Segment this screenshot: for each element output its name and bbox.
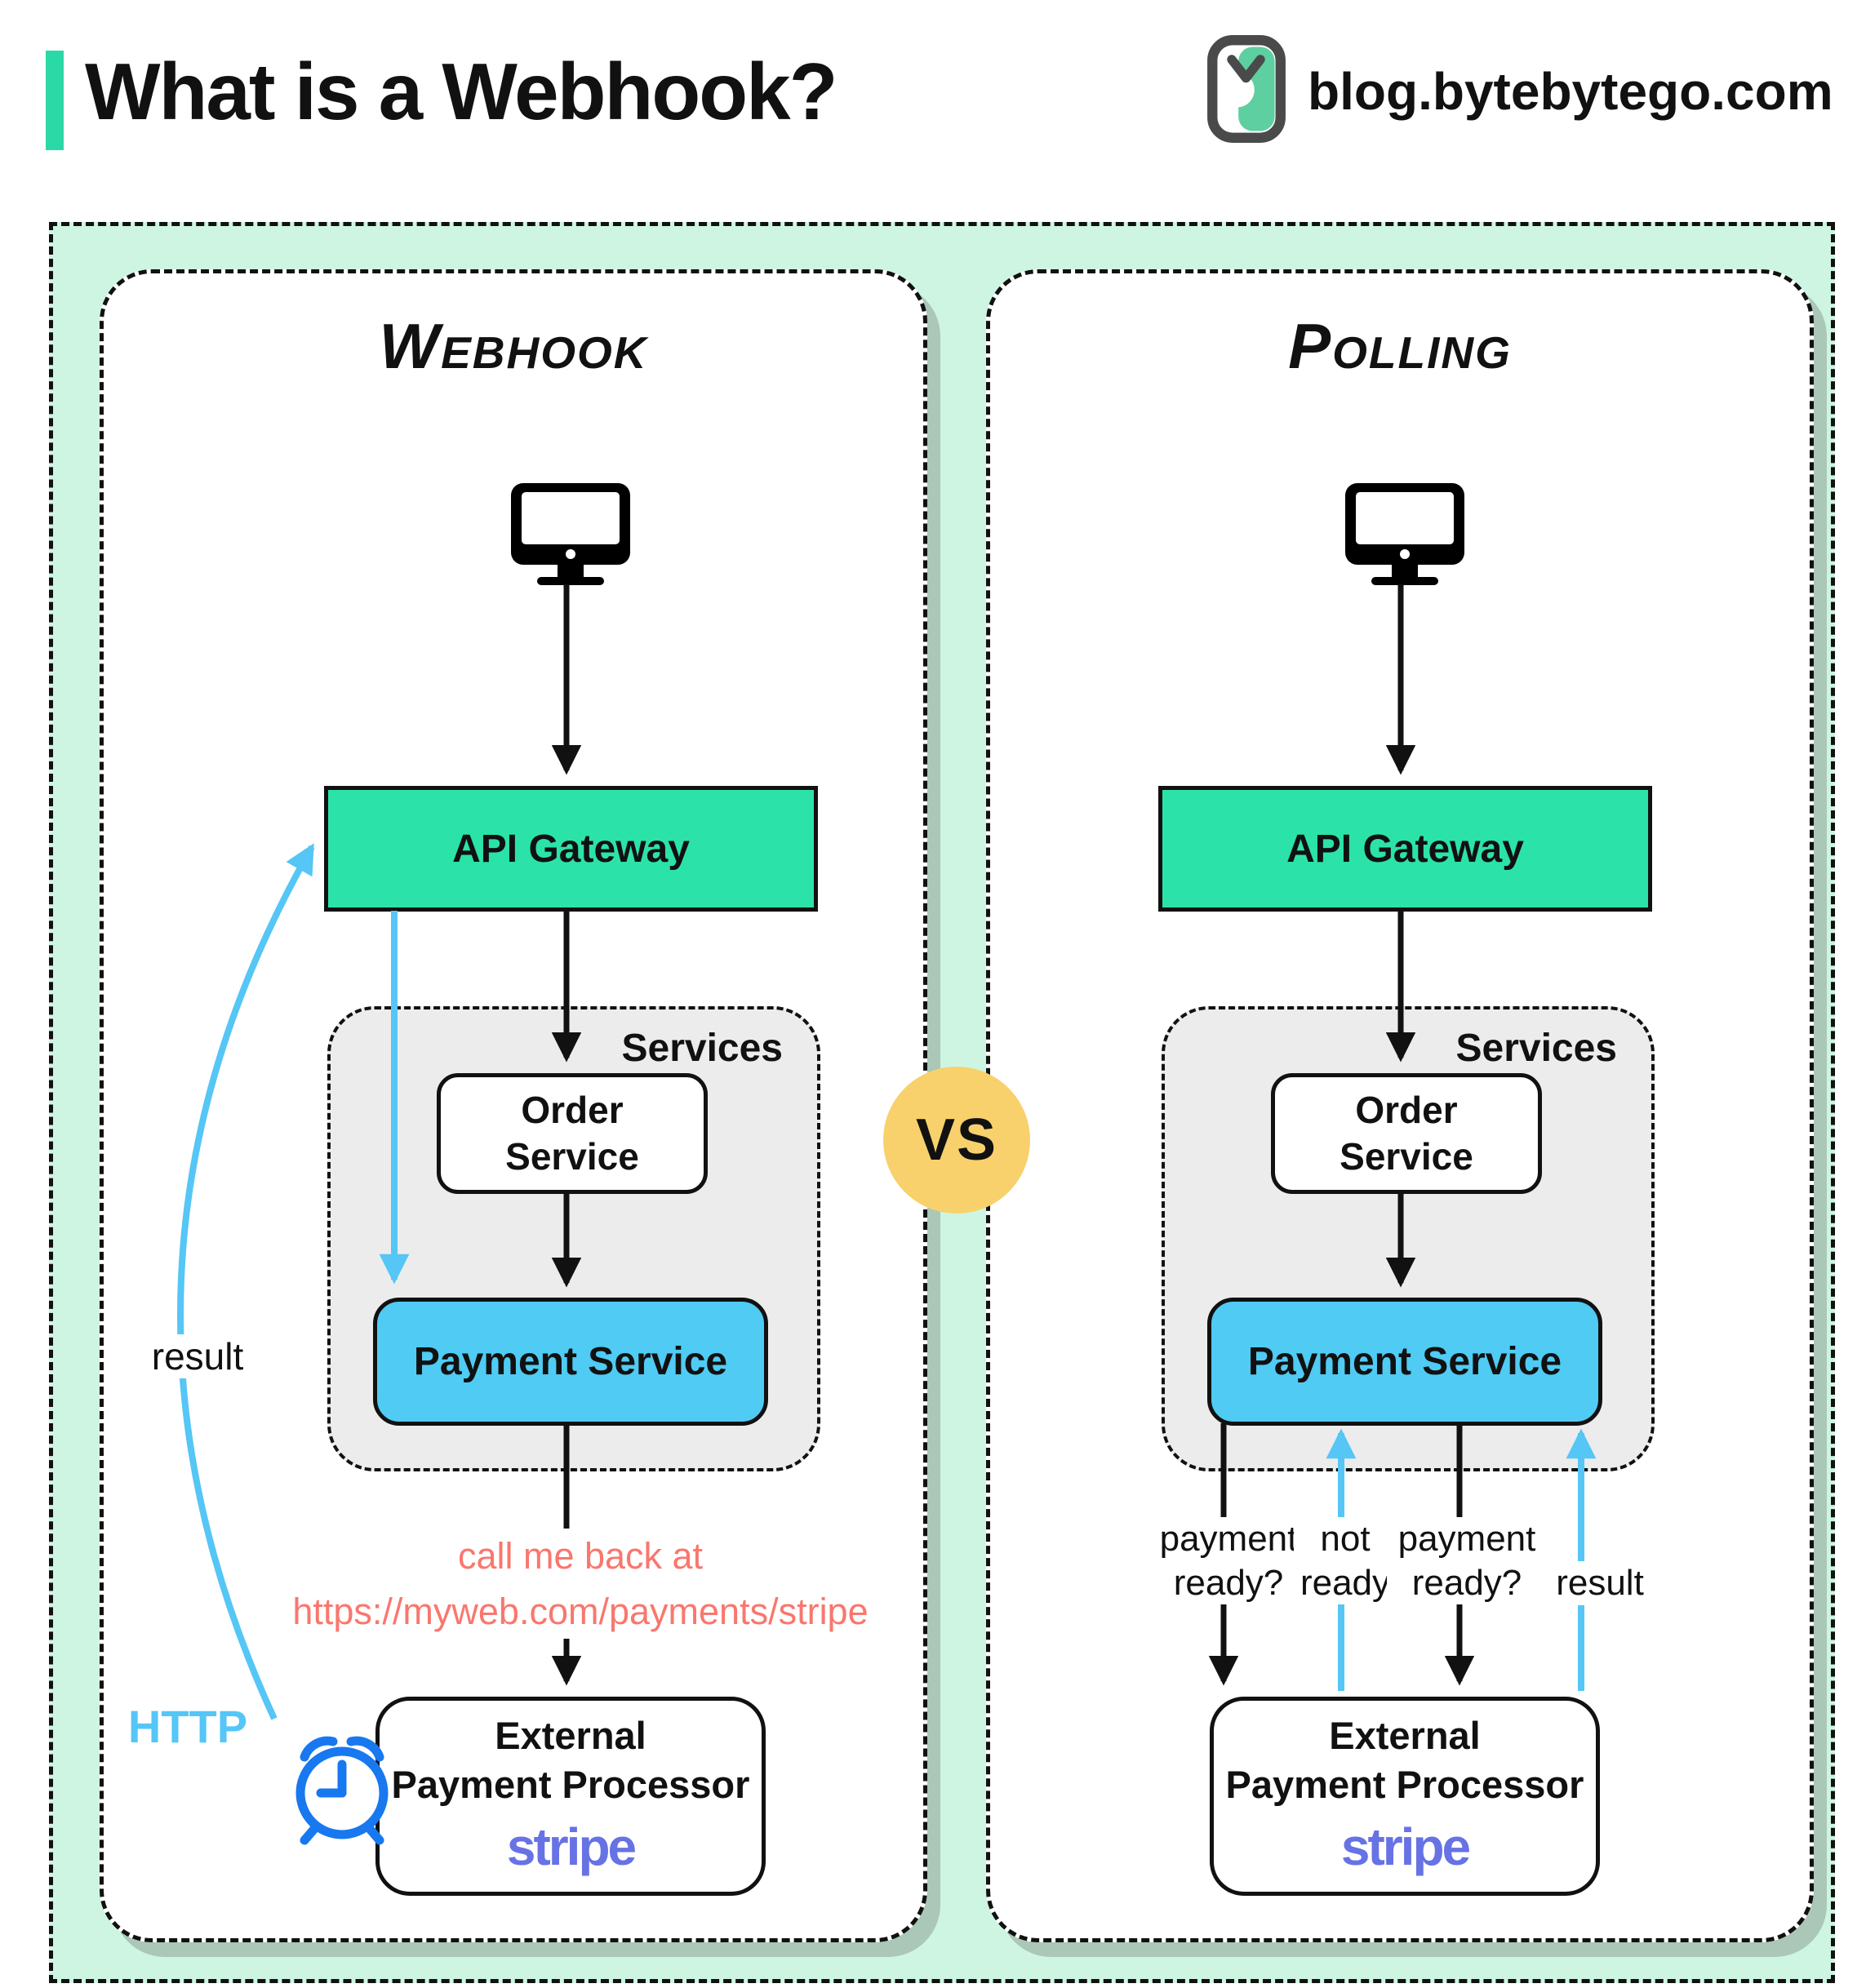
- poll-request2-line1: payment: [1397, 1519, 1536, 1559]
- external-processor-label-line1: External: [1329, 1713, 1481, 1757]
- callback-note-line1: call me back at: [457, 1535, 704, 1577]
- payment-service-node: Payment Service: [373, 1298, 768, 1426]
- bytebytego-logo-icon: [1206, 34, 1286, 148]
- order-service-label-line1: Order: [1355, 1088, 1458, 1131]
- vs-badge: VS: [883, 1067, 1030, 1214]
- webhook-result-label: result: [128, 1334, 267, 1378]
- site-url: blog.bytebytego.com: [1308, 61, 1833, 121]
- polling-panel: Polling API Gateway Services Order Servi…: [986, 269, 1814, 1942]
- stripe-wordmark: stripe: [1340, 1817, 1471, 1877]
- order-service-node: Order Service: [1271, 1073, 1542, 1194]
- api-gateway-node: API Gateway: [1158, 786, 1652, 912]
- api-gateway-label: API Gateway: [1286, 827, 1524, 871]
- desktop-computer-icon: [1344, 481, 1466, 585]
- desktop-computer-icon: [509, 481, 632, 585]
- order-service-node: Order Service: [437, 1073, 708, 1194]
- poll-request1-line1: payment: [1159, 1519, 1298, 1559]
- poll-response1-line2: ready: [1300, 1562, 1391, 1603]
- polling-panel-title: Polling: [1288, 310, 1512, 382]
- order-service-label-line1: Order: [521, 1088, 624, 1131]
- external-processor-label-line2: Payment Processor: [1225, 1763, 1584, 1807]
- callback-note-url: https://myweb.com/payments/stripe: [292, 1590, 869, 1632]
- callback-note: call me back at https://myweb.com/paymen…: [287, 1529, 874, 1639]
- poll-result-line1: result: [1556, 1563, 1644, 1603]
- poll-result-label: result: [1531, 1561, 1669, 1605]
- payment-service-node: Payment Service: [1207, 1298, 1602, 1426]
- webhook-panel: Webhook API Gateway Services Order Servi…: [100, 269, 927, 1942]
- external-payment-processor-node: External Payment Processor stripe: [375, 1697, 766, 1896]
- poll-request1-line2: ready?: [1173, 1562, 1284, 1603]
- api-gateway-node: API Gateway: [324, 786, 818, 912]
- external-processor-label-line2: Payment Processor: [391, 1763, 750, 1807]
- title-accent-bar: [46, 51, 64, 150]
- vs-label: VS: [915, 1107, 998, 1173]
- poll-request2-label: payment ready?: [1387, 1517, 1547, 1605]
- webhook-panel-title: Webhook: [379, 310, 648, 382]
- poll-response1-label: not ready: [1294, 1517, 1397, 1605]
- order-service-label-line2: Service: [1340, 1135, 1473, 1178]
- stripe-wordmark: stripe: [506, 1817, 637, 1877]
- poll-request1-label: payment ready?: [1148, 1517, 1308, 1605]
- api-gateway-label: API Gateway: [452, 827, 690, 871]
- services-group-label: Services: [621, 1027, 783, 1070]
- services-group-label: Services: [1455, 1027, 1617, 1070]
- http-label: HTTP: [127, 1701, 248, 1752]
- alarm-clock-icon: [280, 1720, 404, 1847]
- external-processor-label-line1: External: [495, 1713, 646, 1757]
- order-service-label-line2: Service: [505, 1135, 639, 1178]
- payment-service-label: Payment Service: [1247, 1340, 1562, 1383]
- poll-response1-line1: not: [1320, 1519, 1371, 1559]
- external-payment-processor-node: External Payment Processor stripe: [1210, 1697, 1600, 1896]
- payment-service-label: Payment Service: [413, 1340, 728, 1383]
- page-title: What is a Webhook?: [85, 47, 837, 136]
- poll-request2-line2: ready?: [1411, 1562, 1522, 1603]
- site-brand: blog.bytebytego.com: [1206, 34, 1833, 148]
